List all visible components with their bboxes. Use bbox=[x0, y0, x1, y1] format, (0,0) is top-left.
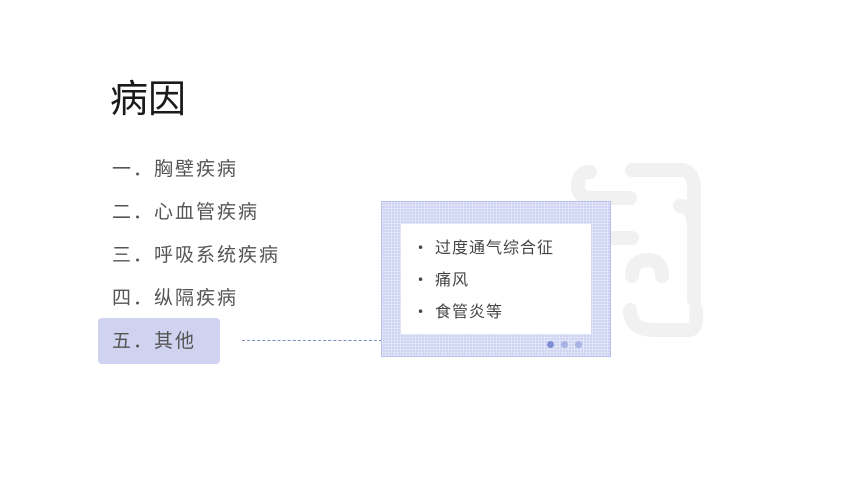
bullet-icon: • bbox=[417, 305, 426, 319]
page-dot[interactable] bbox=[547, 341, 554, 348]
detail-item-label: 过度通气综合征 bbox=[435, 238, 555, 257]
detail-item-label: 食管炎等 bbox=[435, 302, 504, 321]
detail-item: • 过度通气综合征 bbox=[417, 232, 591, 264]
detail-list: • 过度通气综合征 • 痛风 • 食管炎等 bbox=[401, 224, 591, 328]
detail-panel: • 过度通气综合征 • 痛风 • 食管炎等 bbox=[381, 201, 611, 357]
bullet-icon: • bbox=[417, 241, 426, 255]
detail-item: • 痛风 bbox=[417, 264, 591, 296]
page-dot[interactable] bbox=[575, 341, 582, 348]
page-dot[interactable] bbox=[561, 341, 568, 348]
cause-item-cardiovascular[interactable]: 二．心血管疾病 bbox=[112, 201, 260, 223]
detail-panel-content: • 过度通气综合征 • 痛风 • 食管炎等 bbox=[401, 224, 591, 334]
page-dots bbox=[547, 341, 582, 348]
cause-item-mediastinal[interactable]: 四．纵隔疾病 bbox=[112, 287, 239, 309]
cause-item-chest-wall[interactable]: 一．胸壁疾病 bbox=[112, 158, 239, 180]
detail-item-label: 痛风 bbox=[435, 270, 470, 289]
selected-item-highlight bbox=[98, 318, 220, 364]
detail-item: • 食管炎等 bbox=[417, 296, 591, 328]
cause-list: 一．胸壁疾病 二．心血管疾病 三．呼吸系统疾病 四．纵隔疾病 五．其他 bbox=[112, 152, 280, 367]
cause-item-respiratory[interactable]: 三．呼吸系统疾病 bbox=[112, 244, 281, 266]
cause-item-other[interactable]: 五．其他 bbox=[112, 330, 197, 352]
slide-title: 病因 bbox=[110, 77, 187, 121]
bullet-icon: • bbox=[417, 273, 426, 287]
connector-line bbox=[242, 340, 382, 341]
